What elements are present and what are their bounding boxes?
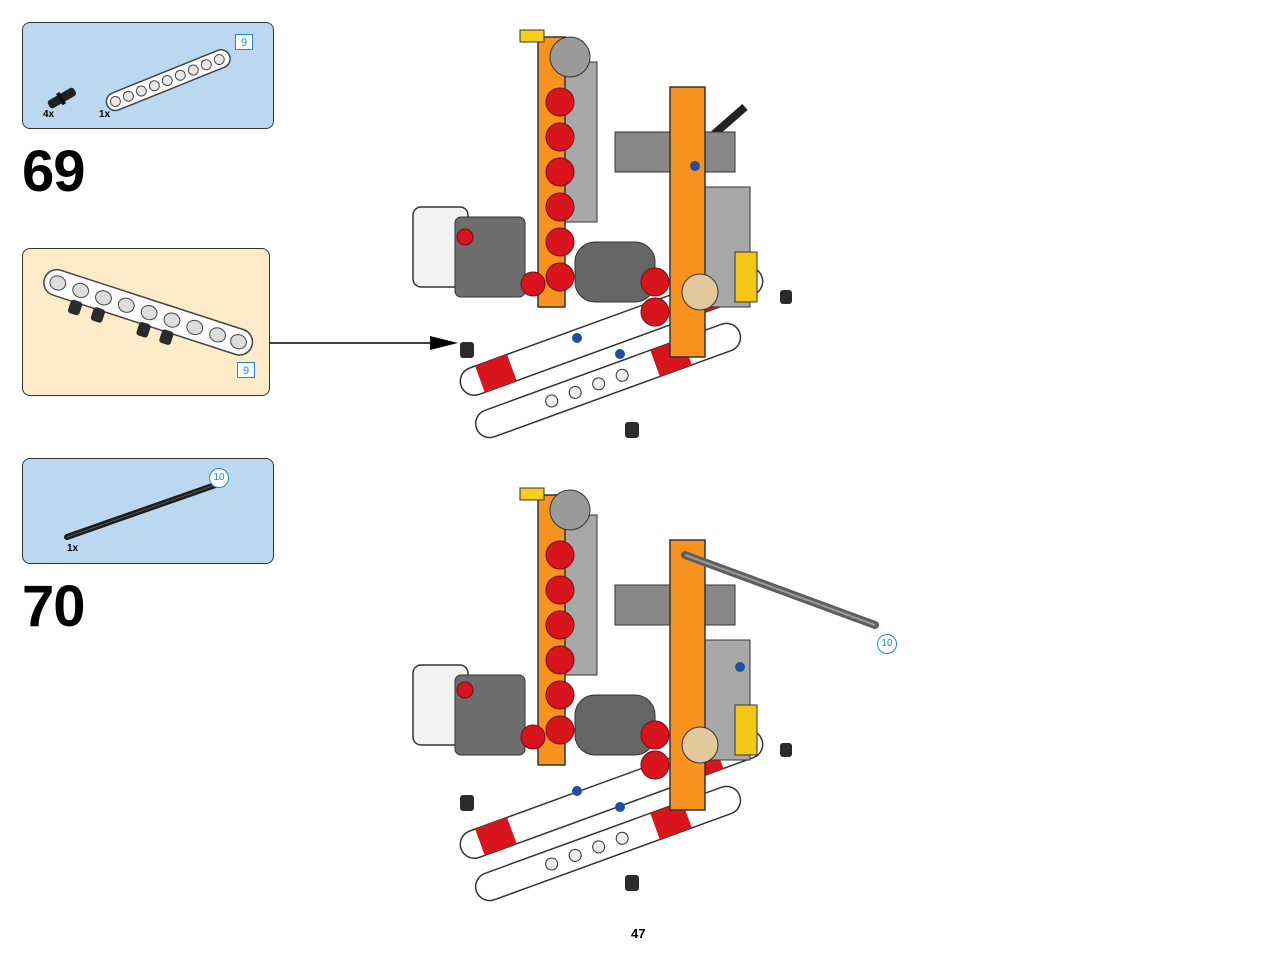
beam-qty: 1x	[99, 109, 111, 120]
step-69-subassembly-box: 9	[22, 248, 270, 396]
page-number: 47	[631, 926, 646, 941]
pin-part-icon	[47, 87, 77, 109]
step-number-70: 70	[22, 574, 86, 639]
axle-part-icon	[64, 480, 224, 540]
pin-qty: 4x	[43, 109, 55, 120]
step-70-parts-box: 1x 10	[22, 458, 274, 564]
axle-length-indicator: 10	[209, 468, 229, 488]
axle-callout-length: 10	[877, 634, 897, 654]
axle-qty: 1x	[67, 543, 79, 554]
model-illustration-step-70	[412, 487, 879, 902]
placement-arrow-icon	[270, 336, 458, 350]
beam-subassembly-icon	[43, 268, 254, 356]
model-illustration-step-69	[412, 29, 792, 439]
step-69-parts-box: 4x 1x 9	[22, 22, 274, 129]
step-number-69: 69	[22, 139, 86, 204]
beam-part-icon	[105, 49, 231, 112]
beam-length-indicator: 9	[235, 34, 253, 50]
subassembly-length-indicator: 9	[237, 362, 255, 378]
